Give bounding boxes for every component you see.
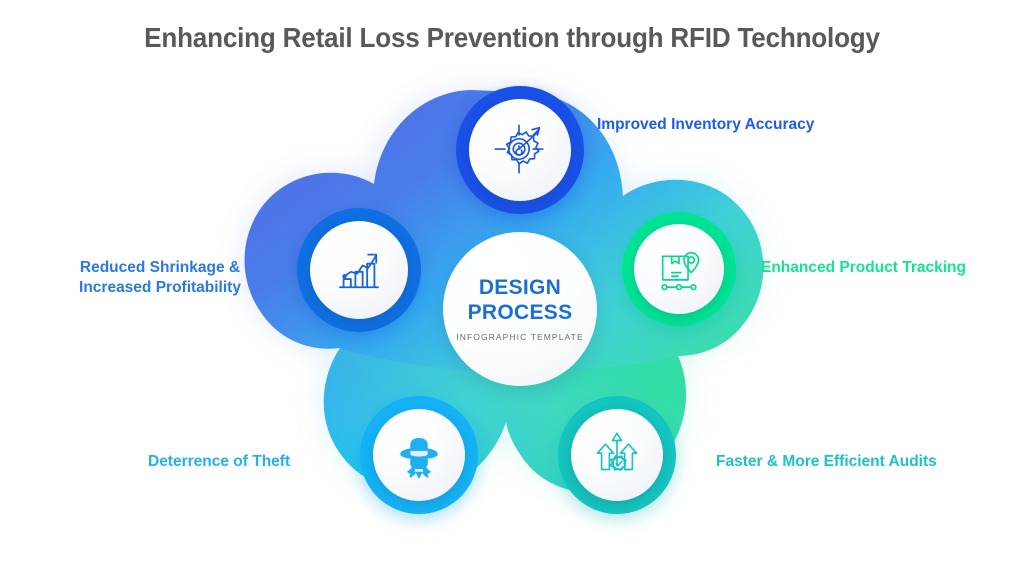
label-faster-more-efficient-audits: Faster & More Efficient Audits [716, 453, 937, 470]
node-enhanced-product-tracking[interactable] [622, 212, 736, 326]
page-title: Enhancing Retail Loss Prevention through… [144, 22, 880, 53]
package-tracking-pin-icon [661, 251, 700, 291]
center-title-line1: DESIGN [478, 275, 562, 299]
center-title-line2: PROCESS [467, 300, 573, 324]
label-deterrence-of-theft: Deterrence of Theft [148, 453, 291, 470]
bar-chart-growth-arrow-icon [339, 253, 379, 289]
label-reduced-shrinkage-increased-profitability: Reduced Shrinkage & Increased Profitabil… [62, 258, 258, 299]
center-circle: DESIGN PROCESS INFOGRAPHIC TEMPLATE [443, 232, 597, 386]
center-subtitle: INFOGRAPHIC TEMPLATE [456, 332, 584, 343]
label-left-line2: Increased Profitability [79, 279, 241, 297]
node-icon-container-left [310, 221, 408, 319]
label-left-line1: Reduced Shrinkage & [79, 259, 241, 276]
node-reduced-shrinkage-increased-profitability[interactable] [297, 208, 421, 332]
target-gear-arrow-icon [494, 124, 544, 174]
label-improved-inventory-accuracy: Improved Inventory Accuracy [597, 116, 815, 133]
node-deterrence-of-theft[interactable] [360, 396, 478, 514]
node-faster-more-efficient-audits[interactable] [558, 396, 676, 514]
gear-check-arrows-up-icon [596, 432, 638, 471]
label-enhanced-product-tracking: Enhanced Product Tracking [761, 259, 966, 276]
node-icon-container-right [634, 224, 724, 314]
node-icon-container-top [469, 99, 571, 201]
thief-hat-mask-icon [400, 438, 438, 479]
node-icon-container-bottomright [571, 409, 663, 501]
node-icon-container-bottomleft [373, 409, 465, 501]
node-improved-inventory-accuracy[interactable] [456, 86, 584, 214]
